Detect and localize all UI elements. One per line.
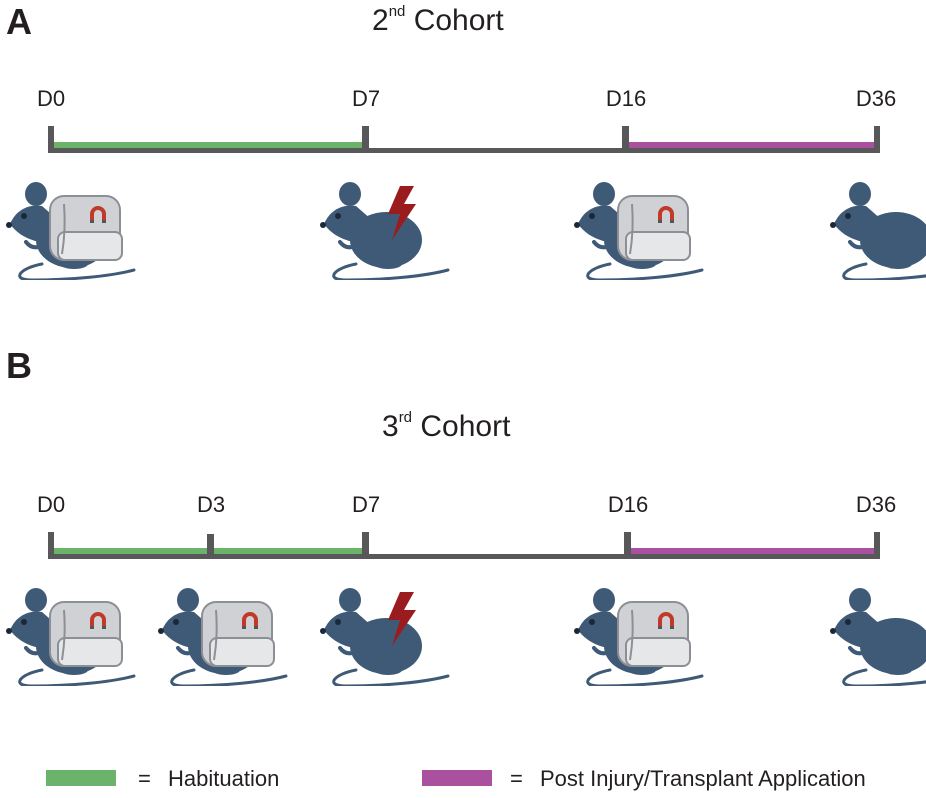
panel-a-day-d0: D0 <box>36 86 66 111</box>
mouse-icon <box>6 588 136 688</box>
panel-a-mouse-backpack-1 <box>2 180 138 285</box>
tick-d16 <box>622 126 629 153</box>
panel-a-title-ordinal: nd <box>388 3 406 20</box>
panel-b-title: 3rd Cohort <box>382 410 510 442</box>
panel-a-title-number: 2 <box>372 4 389 37</box>
panel-b-day-d7: D7 <box>351 492 381 517</box>
mouse-icon <box>6 182 136 282</box>
panel-b-mouse-backpack-1 <box>2 586 138 691</box>
panel-b-title-number: 3 <box>382 410 399 443</box>
panel-b-mouse-backpack-3 <box>570 586 706 691</box>
panel-a-mouse-plain <box>826 180 926 285</box>
tick-d16 <box>624 532 631 559</box>
panel-a-title: 2nd Cohort <box>372 4 504 36</box>
legend-habituation-label: Habituation <box>168 766 280 791</box>
legend-habituation-swatch <box>46 770 116 786</box>
tick-d36 <box>874 532 880 559</box>
panel-b-title-ordinal: rd <box>398 409 413 426</box>
backpack-icon <box>49 601 123 667</box>
mouse-icon <box>320 588 450 688</box>
tick-d7 <box>362 126 369 153</box>
legend-post-injury-eq: = <box>510 766 523 791</box>
panel-a-mouse-lightning <box>316 180 452 285</box>
panel-b-day-d3: D3 <box>196 492 226 517</box>
panel-b-letter: B <box>6 345 32 386</box>
mouse-icon <box>830 588 926 688</box>
panel-a-timeline <box>48 126 880 153</box>
panel-a-day-d36: D36 <box>855 86 897 111</box>
tick-d3 <box>207 534 214 559</box>
panel-a-day-d16: D16 <box>605 86 647 111</box>
mouse-icon <box>574 588 704 688</box>
panel-b-mouse-lightning <box>316 586 452 691</box>
panel-b-day-d16: D16 <box>607 492 649 517</box>
panel-b-title-text: Cohort <box>412 410 511 443</box>
panel-a-letter: A <box>6 1 32 42</box>
post-injury-bar <box>630 548 876 554</box>
panel-a-mouse-backpack-2 <box>570 180 706 285</box>
post-injury-bar <box>628 142 876 148</box>
panel-b-day-d0: D0 <box>36 492 66 517</box>
panel-b-day-d36: D36 <box>855 492 897 517</box>
tick-d7 <box>362 532 369 559</box>
panel-a-day-d7: D7 <box>351 86 381 111</box>
backpack-icon <box>201 601 275 667</box>
tick-d0 <box>48 532 54 559</box>
timeline-axis <box>48 148 880 153</box>
tick-d0 <box>48 126 54 153</box>
lightning-icon <box>388 592 416 646</box>
legend-post-injury-swatch <box>422 770 492 786</box>
mouse-icon <box>830 182 926 282</box>
panel-b-mouse-plain <box>826 586 926 691</box>
habituation-bar <box>52 142 364 148</box>
panel-b-mouse-backpack-2 <box>154 586 290 691</box>
tick-d36 <box>874 126 880 153</box>
mouse-icon <box>574 182 704 282</box>
backpack-icon <box>49 195 123 261</box>
backpack-icon <box>617 195 691 261</box>
legend-habituation-eq: = <box>138 766 151 791</box>
mouse-icon <box>158 588 288 688</box>
mouse-icon <box>320 182 450 282</box>
legend-post-injury-label: Post Injury/Transplant Application <box>540 766 866 791</box>
panel-b-timeline <box>48 532 880 559</box>
lightning-icon <box>388 186 416 240</box>
panel-a-title-text: Cohort <box>405 4 504 37</box>
timeline-axis <box>48 554 880 559</box>
backpack-icon <box>617 601 691 667</box>
